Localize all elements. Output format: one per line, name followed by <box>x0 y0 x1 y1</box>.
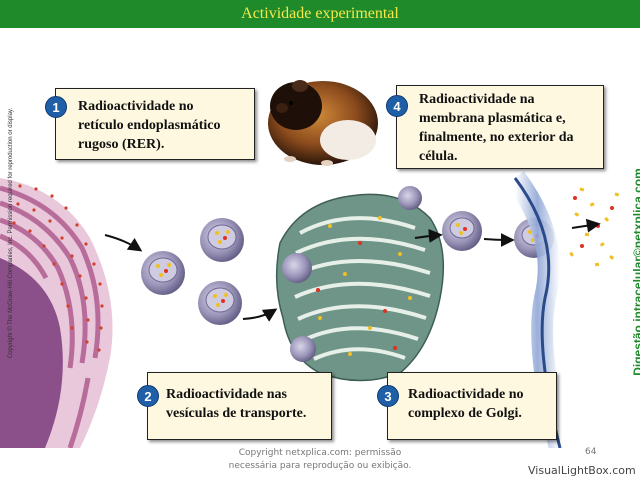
footer-line-1: Copyright netxplica.com: permissão <box>238 448 402 458</box>
slide-title: Actividade experimental <box>241 5 399 22</box>
step-badge-3: 3 <box>377 385 399 407</box>
step-box-4: Radioactividade na membrana plasmática e… <box>396 85 604 169</box>
transport-vesicles <box>141 218 244 325</box>
footer-copyright: Copyright netxplica.com: permissão neces… <box>200 447 440 473</box>
step-badge-2: 2 <box>137 385 159 407</box>
step-badge-1: 1 <box>45 96 67 118</box>
page-number: 64 <box>585 447 597 457</box>
step-badge-4: 4 <box>386 95 408 117</box>
step-2-line-1: Radioactividade nas <box>166 387 287 402</box>
side-caption: Digestão intracelular©netxplica.com <box>631 168 640 376</box>
watermark: VisualLightBox.com <box>528 464 636 477</box>
golgi-complex <box>275 186 445 382</box>
copyright-side-note: Copyright © The McGraw-Hill Companies, I… <box>8 107 14 359</box>
title-bar: Actividade experimental <box>0 0 640 28</box>
guinea-pig-image <box>268 80 378 166</box>
step-4-line-3: finalmente, no exterior da <box>419 130 574 145</box>
secretion-diagram <box>0 80 620 448</box>
rough-er <box>0 178 113 448</box>
step-3-line-1: Radioactividade no <box>408 387 524 402</box>
step-4-line-2: membrana plasmática e, <box>419 111 566 126</box>
step-box-2: Radioactividade nas vesículas de transpo… <box>147 372 332 440</box>
step-1-line-3: rugoso (RER). <box>78 137 165 152</box>
step-1-line-1: Radioactividade no <box>78 99 194 114</box>
footer-line-2: necessária para reprodução ou exibição. <box>228 461 412 471</box>
step-4-line-4: célula. <box>419 149 458 164</box>
step-1-line-2: retículo endoplasmático <box>78 118 221 133</box>
step-3-line-2: complexo de Golgi. <box>408 406 522 421</box>
step-2-line-2: vesículas de transporte. <box>166 406 307 421</box>
step-box-3: Radioactividade no complexo de Golgi. <box>387 372 557 440</box>
flow-arrows <box>104 218 601 322</box>
step-box-1: Radioactividade no retículo endoplasmáti… <box>55 88 255 160</box>
step-4-line-1: Radioactividade na <box>419 92 535 107</box>
